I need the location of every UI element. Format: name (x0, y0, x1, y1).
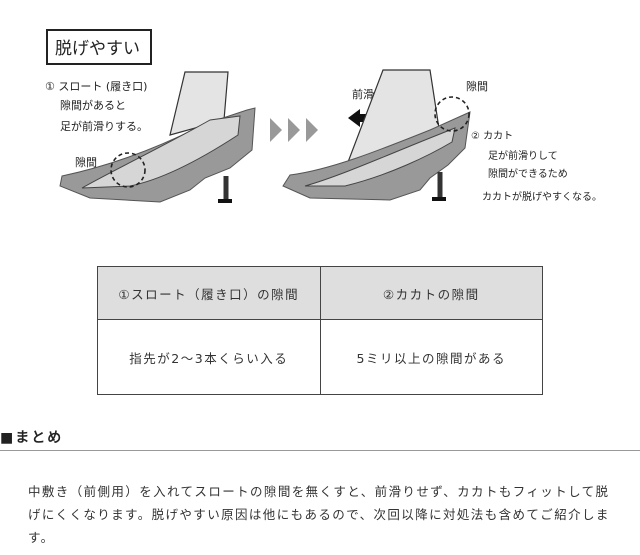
left-shoe-drawing (59, 71, 256, 203)
gap-comparison-table: ①スロート（履き口）の隙間 ②カカトの隙間 指先が2〜3本くらい入る 5ミリ以上… (97, 266, 543, 395)
table-cell-throat: 指先が2〜3本くらい入る (97, 319, 321, 395)
section-divider (0, 450, 640, 451)
left-gap-label: 隙間 (75, 155, 97, 169)
table-header-row: ①スロート（履き口）の隙間 ②カカトの隙間 (97, 266, 543, 320)
illustration-title-box (46, 29, 152, 65)
table-header-heel: ②カカトの隙間 (319, 266, 543, 320)
right-note-line2: 足が前滑りして (488, 149, 558, 162)
table-row: 指先が2〜3本くらい入る 5ミリ以上の隙間がある (97, 319, 543, 395)
transition-arrows (270, 118, 318, 142)
left-note-line2: 隙間があると (60, 98, 126, 112)
right-note-line3: 隙間ができるため (488, 167, 568, 180)
right-shoe-drawing (282, 69, 471, 201)
right-note-line1: ② カカト (471, 130, 513, 142)
shoe-slipping-illustration: 脱げやすい ① スロート (履き口) 隙間があると 足が前滑りする。 隙間 前滑… (45, 29, 602, 203)
right-note-line4: カカトが脱げやすくなる。 (482, 190, 602, 203)
right-gap-label: 隙間 (466, 79, 488, 93)
left-note-line3: 足が前滑りする。 (60, 119, 148, 133)
summary-body: 中敷き（前側用）を入れてスロートの隙間を無くすと、前滑りせず、カカトもフィットし… (28, 484, 610, 545)
table-cell-heel: 5ミリ以上の隙間がある (319, 319, 543, 395)
summary-heading: ■まとめ (0, 430, 64, 446)
table-header-throat: ①スロート（履き口）の隙間 (97, 266, 321, 320)
left-note-line1: ① スロート (履き口) (45, 80, 147, 93)
illustration-title: 脱げやすい (55, 39, 140, 59)
